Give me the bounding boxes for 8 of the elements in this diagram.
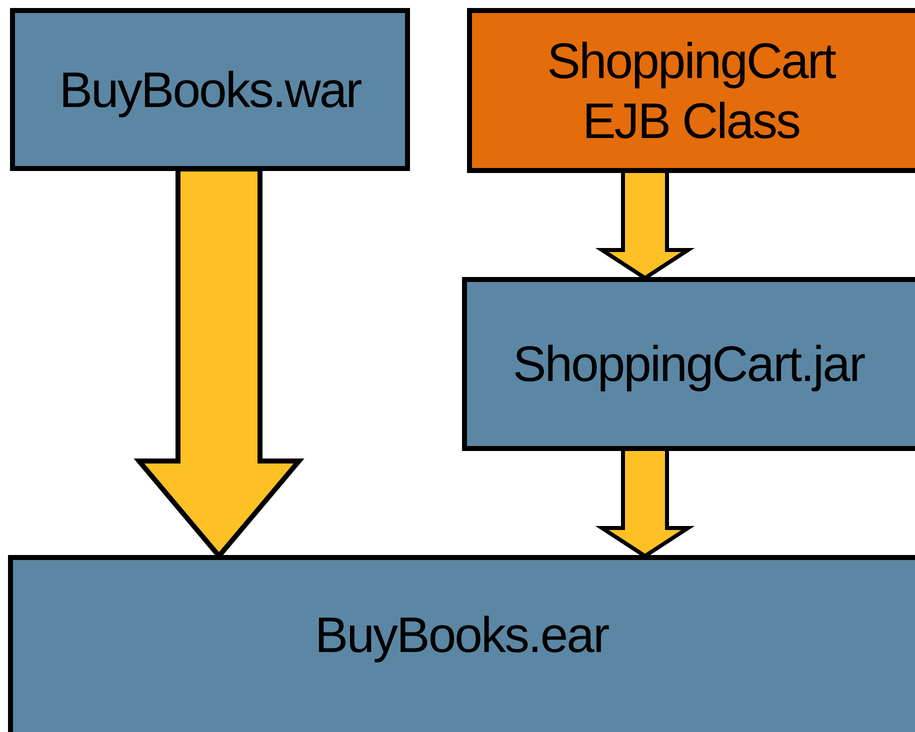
box-label: BuyBooks.ear xyxy=(314,606,608,665)
process-box xyxy=(467,8,915,173)
box-label: ShoppingCart EJB Class xyxy=(546,32,837,150)
process-box xyxy=(462,277,915,451)
box-label: ShoppingCart.jar xyxy=(512,335,864,394)
box-label: BuyBooks.war xyxy=(59,60,361,120)
process-box xyxy=(10,8,410,171)
process-box xyxy=(8,555,915,732)
